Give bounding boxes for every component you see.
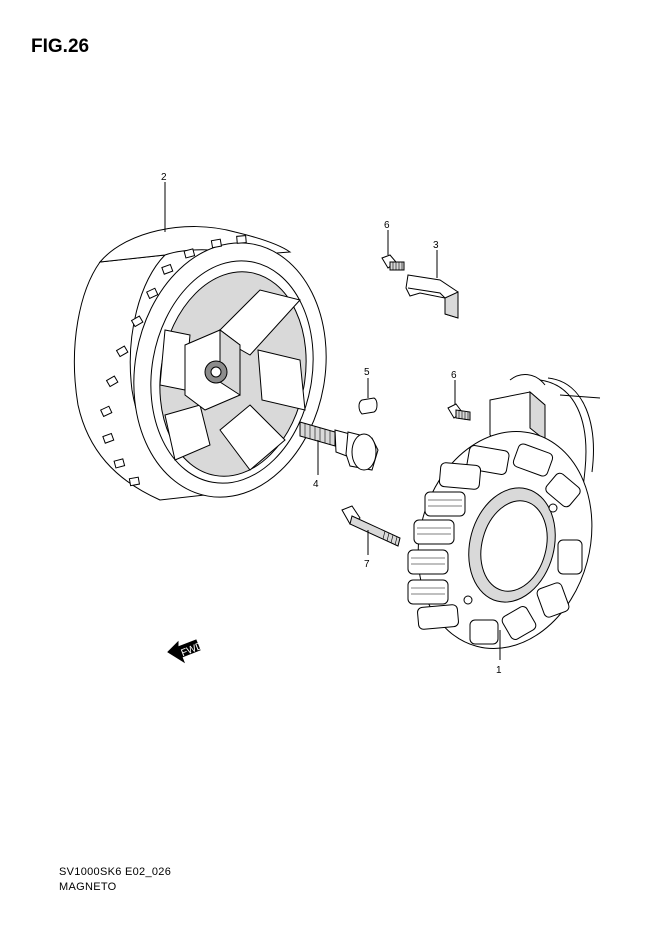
diagram-code: SV1000SK6 E02_026 [59,866,172,878]
bolt-part-4 [299,421,379,471]
figure-title: FIG.26 [31,36,90,57]
callout-2: 2 [161,172,167,183]
callout-1: 1 [496,665,502,676]
key-part-5 [358,397,378,415]
bolt-part-7 [341,505,401,547]
callout-6-right: 6 [451,370,457,381]
fwd-label: FWD [180,640,205,659]
forward-arrow-icon: FWD [167,639,205,664]
clamp-part-3 [405,274,459,319]
diagram-caption: MAGNETO [59,881,117,893]
callout-3: 3 [433,240,439,251]
rotor-part [73,226,327,501]
stator-part-1 [407,374,601,650]
callout-5: 5 [364,367,370,378]
callout-7: 7 [364,559,370,570]
screw-part-6-top [381,254,405,271]
screw-part-6-right [447,403,471,421]
callout-4: 4 [313,479,319,490]
callout-6-top: 6 [384,220,390,231]
